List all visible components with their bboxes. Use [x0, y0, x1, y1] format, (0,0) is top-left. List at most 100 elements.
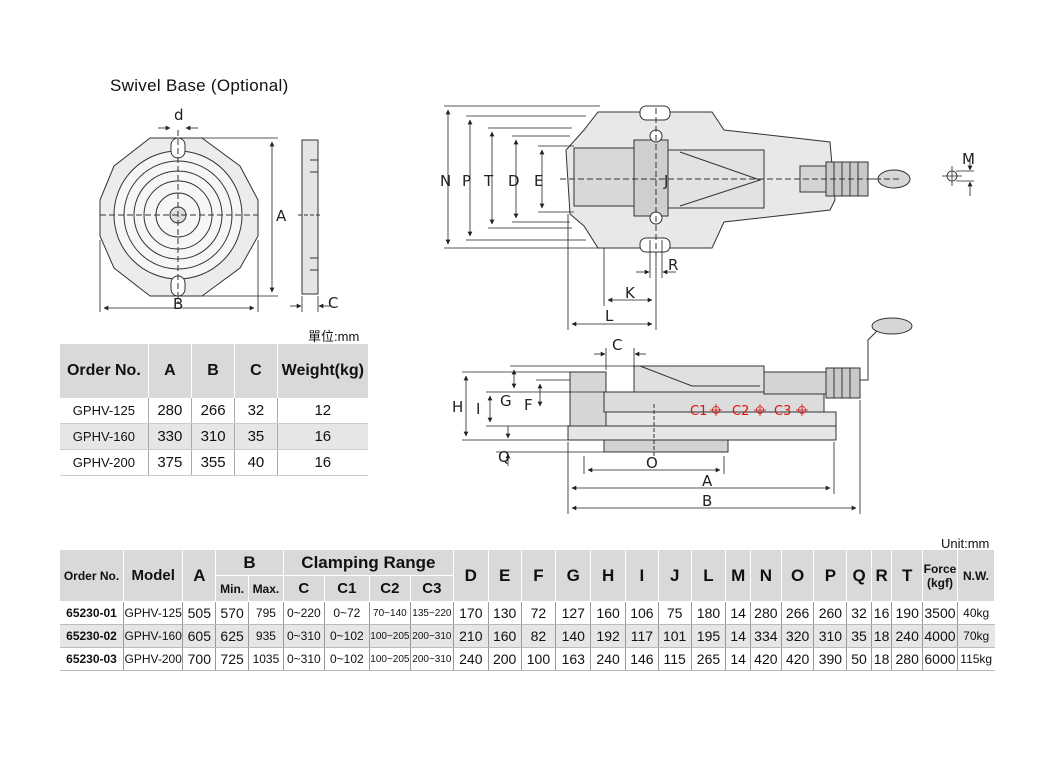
header-b: B [191, 344, 236, 398]
value-c: 35 [234, 423, 278, 450]
header-l: L [691, 550, 727, 602]
value-t: 280 [891, 647, 924, 671]
top-label-n: N [440, 172, 451, 190]
side-label-c1: C1 [690, 404, 707, 419]
clamp-position-marks [710, 404, 808, 416]
value-h: 192 [590, 624, 626, 648]
side-label-b: B [702, 492, 712, 510]
value-p: 260 [813, 601, 848, 625]
value-q: 32 [846, 601, 872, 625]
swivel-unit-label: 單位:mm [308, 329, 360, 344]
value-c1: 0~102 [324, 624, 370, 648]
header-c2: C2 [369, 575, 411, 602]
header-o: O [781, 550, 815, 602]
spec-header-row-2: Min. Max. C C1 C2 C3 [60, 575, 995, 602]
header-c: C [283, 575, 325, 602]
value-r: 16 [871, 601, 893, 625]
header-force-label: Force [923, 561, 957, 576]
header-clamping-range: Clamping Range [283, 550, 454, 576]
vise-top-dimensions [444, 105, 676, 330]
header-f: F [521, 550, 557, 602]
value-c: 0~310 [283, 624, 325, 648]
value-b: 355 [191, 449, 236, 476]
value-c2: 70~140 [369, 601, 411, 625]
value-force: 3500 [922, 601, 958, 625]
value-c: 0~220 [283, 601, 325, 625]
value-b-max: 935 [248, 624, 284, 648]
model: GPHV-125 [123, 601, 184, 625]
value-j: 115 [658, 647, 692, 671]
order-no: 65230-03 [60, 647, 125, 671]
order-no: GPHV-125 [60, 398, 149, 424]
header-n: N [750, 550, 782, 602]
value-force: 6000 [922, 647, 958, 671]
side-label-a: A [702, 472, 713, 490]
header-b-max: Max. [248, 575, 284, 602]
value-m: 14 [725, 601, 751, 625]
value-b: 310 [191, 423, 236, 450]
header-b: B [215, 550, 284, 576]
value-o: 320 [781, 624, 815, 648]
side-label-c: C [612, 336, 622, 354]
value-c3: 200~310 [410, 647, 454, 671]
header-d: D [453, 550, 489, 602]
header-t: T [891, 550, 924, 602]
table-row: GPHV-125 280 266 32 12 [60, 398, 368, 424]
value-weight: 16 [277, 423, 368, 450]
swivel-label-c: C [328, 294, 338, 312]
top-label-d: D [508, 172, 520, 190]
swivel-base-side-view [298, 139, 322, 295]
value-c1: 0~102 [324, 647, 370, 671]
swivel-header-row: Order No. A B C Weight(kg) [60, 344, 368, 398]
header-p: P [813, 550, 848, 602]
value-nw: 115kg [957, 647, 995, 671]
model: GPHV-160 [123, 624, 184, 648]
value-j: 75 [658, 601, 692, 625]
value-r: 18 [871, 647, 893, 671]
value-r: 18 [871, 624, 893, 648]
header-m: M [725, 550, 751, 602]
header-h: H [590, 550, 626, 602]
top-label-r: R [668, 256, 678, 274]
header-j: J [658, 550, 692, 602]
value-o: 266 [781, 601, 815, 625]
value-nw: 40kg [957, 601, 995, 625]
header-order-no: Order No. [60, 550, 125, 602]
value-a: 280 [148, 398, 192, 424]
vise-spec-table: Order No. Model A B Clamping Range D E F… [60, 550, 996, 671]
swivel-side-dimension [290, 296, 330, 312]
order-no: GPHV-160 [60, 423, 149, 450]
table-row: GPHV-160 330 310 35 16 [60, 423, 368, 450]
value-weight: 12 [277, 398, 368, 424]
spec-header-row-1: Order No. Model A B Clamping Range D E F… [60, 550, 996, 602]
side-label-c2: C2 [732, 404, 749, 419]
value-f: 82 [521, 624, 557, 648]
value-q: 50 [846, 647, 872, 671]
swivel-base-dimensions [99, 125, 278, 312]
value-o: 420 [781, 647, 815, 671]
value-c3: 135~220 [410, 601, 454, 625]
value-b-max: 795 [248, 601, 284, 625]
vise-side-view [567, 317, 913, 456]
value-m: 14 [725, 647, 751, 671]
value-c: 32 [234, 398, 278, 424]
value-d: 240 [453, 647, 489, 671]
vise-side-dimensions [462, 348, 861, 514]
value-g: 127 [555, 601, 592, 625]
order-no: 65230-01 [60, 601, 125, 625]
value-h: 160 [590, 601, 626, 625]
value-a: 605 [182, 624, 217, 648]
header-a: A [182, 550, 217, 602]
side-label-g: G [500, 392, 512, 410]
table-row: GPHV-200 375 355 40 16 [60, 449, 368, 476]
swivel-base-table: Order No. A B C Weight(kg) GPHV-125 280 … [60, 344, 368, 476]
header-c1: C1 [324, 575, 370, 602]
value-b-min: 570 [215, 601, 249, 625]
model: GPHV-200 [123, 647, 184, 671]
top-label-k: K [625, 284, 636, 302]
vise-top-view [560, 105, 911, 258]
